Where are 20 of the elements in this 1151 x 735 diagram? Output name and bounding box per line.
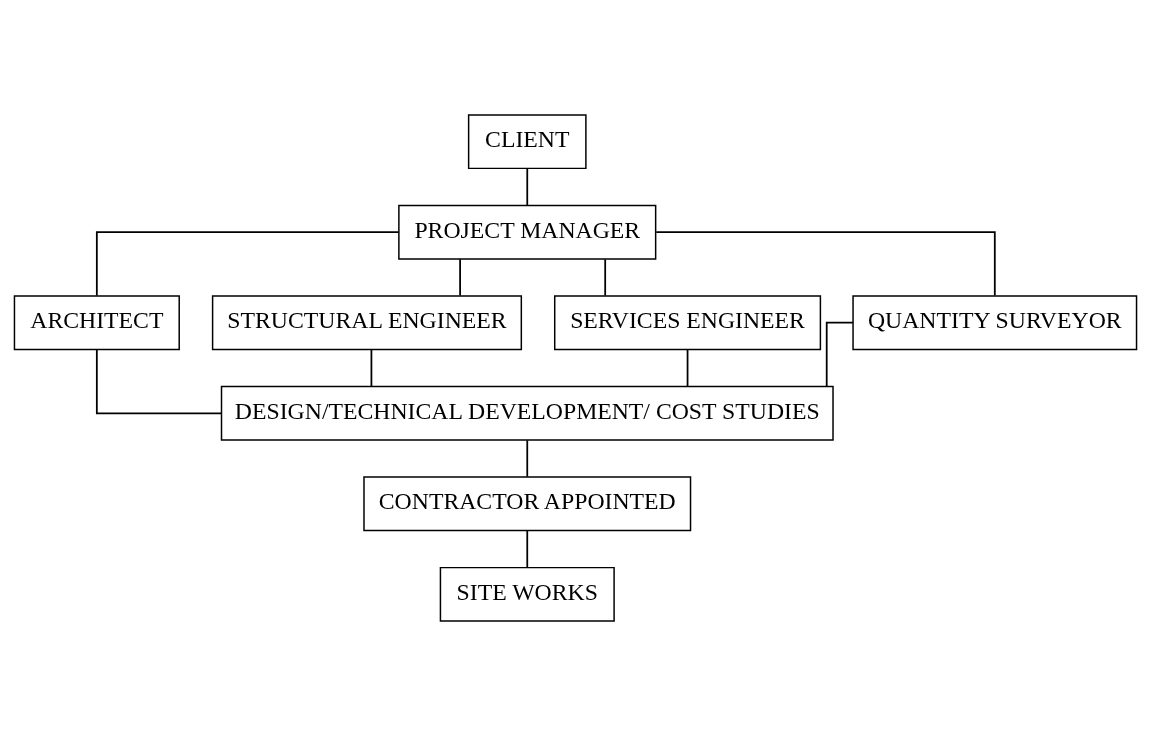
connector	[459, 257, 461, 296]
connector	[526, 439, 529, 478]
node-box: CONTRACTOR APPOINTED	[363, 475, 692, 531]
node-box: SITE WORKS	[439, 566, 615, 622]
connector	[526, 529, 529, 568]
node-box: ARCHITECT	[13, 294, 180, 350]
connector	[686, 348, 689, 387]
connector	[655, 230, 996, 296]
node-box: STRUCTURAL ENGINEER	[211, 294, 523, 350]
connector	[95, 348, 223, 414]
node-box: CLIENT	[467, 113, 587, 169]
node-box: SERVICES ENGINEER	[554, 294, 822, 350]
node-box: DESIGN/TECHNICAL DEVELOPMENT/ COST STUDIES	[220, 385, 834, 441]
connector	[825, 321, 854, 387]
connector	[370, 348, 373, 387]
connector	[95, 230, 400, 296]
node-box: PROJECT MANAGER	[398, 204, 657, 260]
connector	[526, 167, 529, 206]
connector	[604, 257, 607, 296]
node-box: QUANTITY SURVEYOR	[852, 294, 1138, 350]
